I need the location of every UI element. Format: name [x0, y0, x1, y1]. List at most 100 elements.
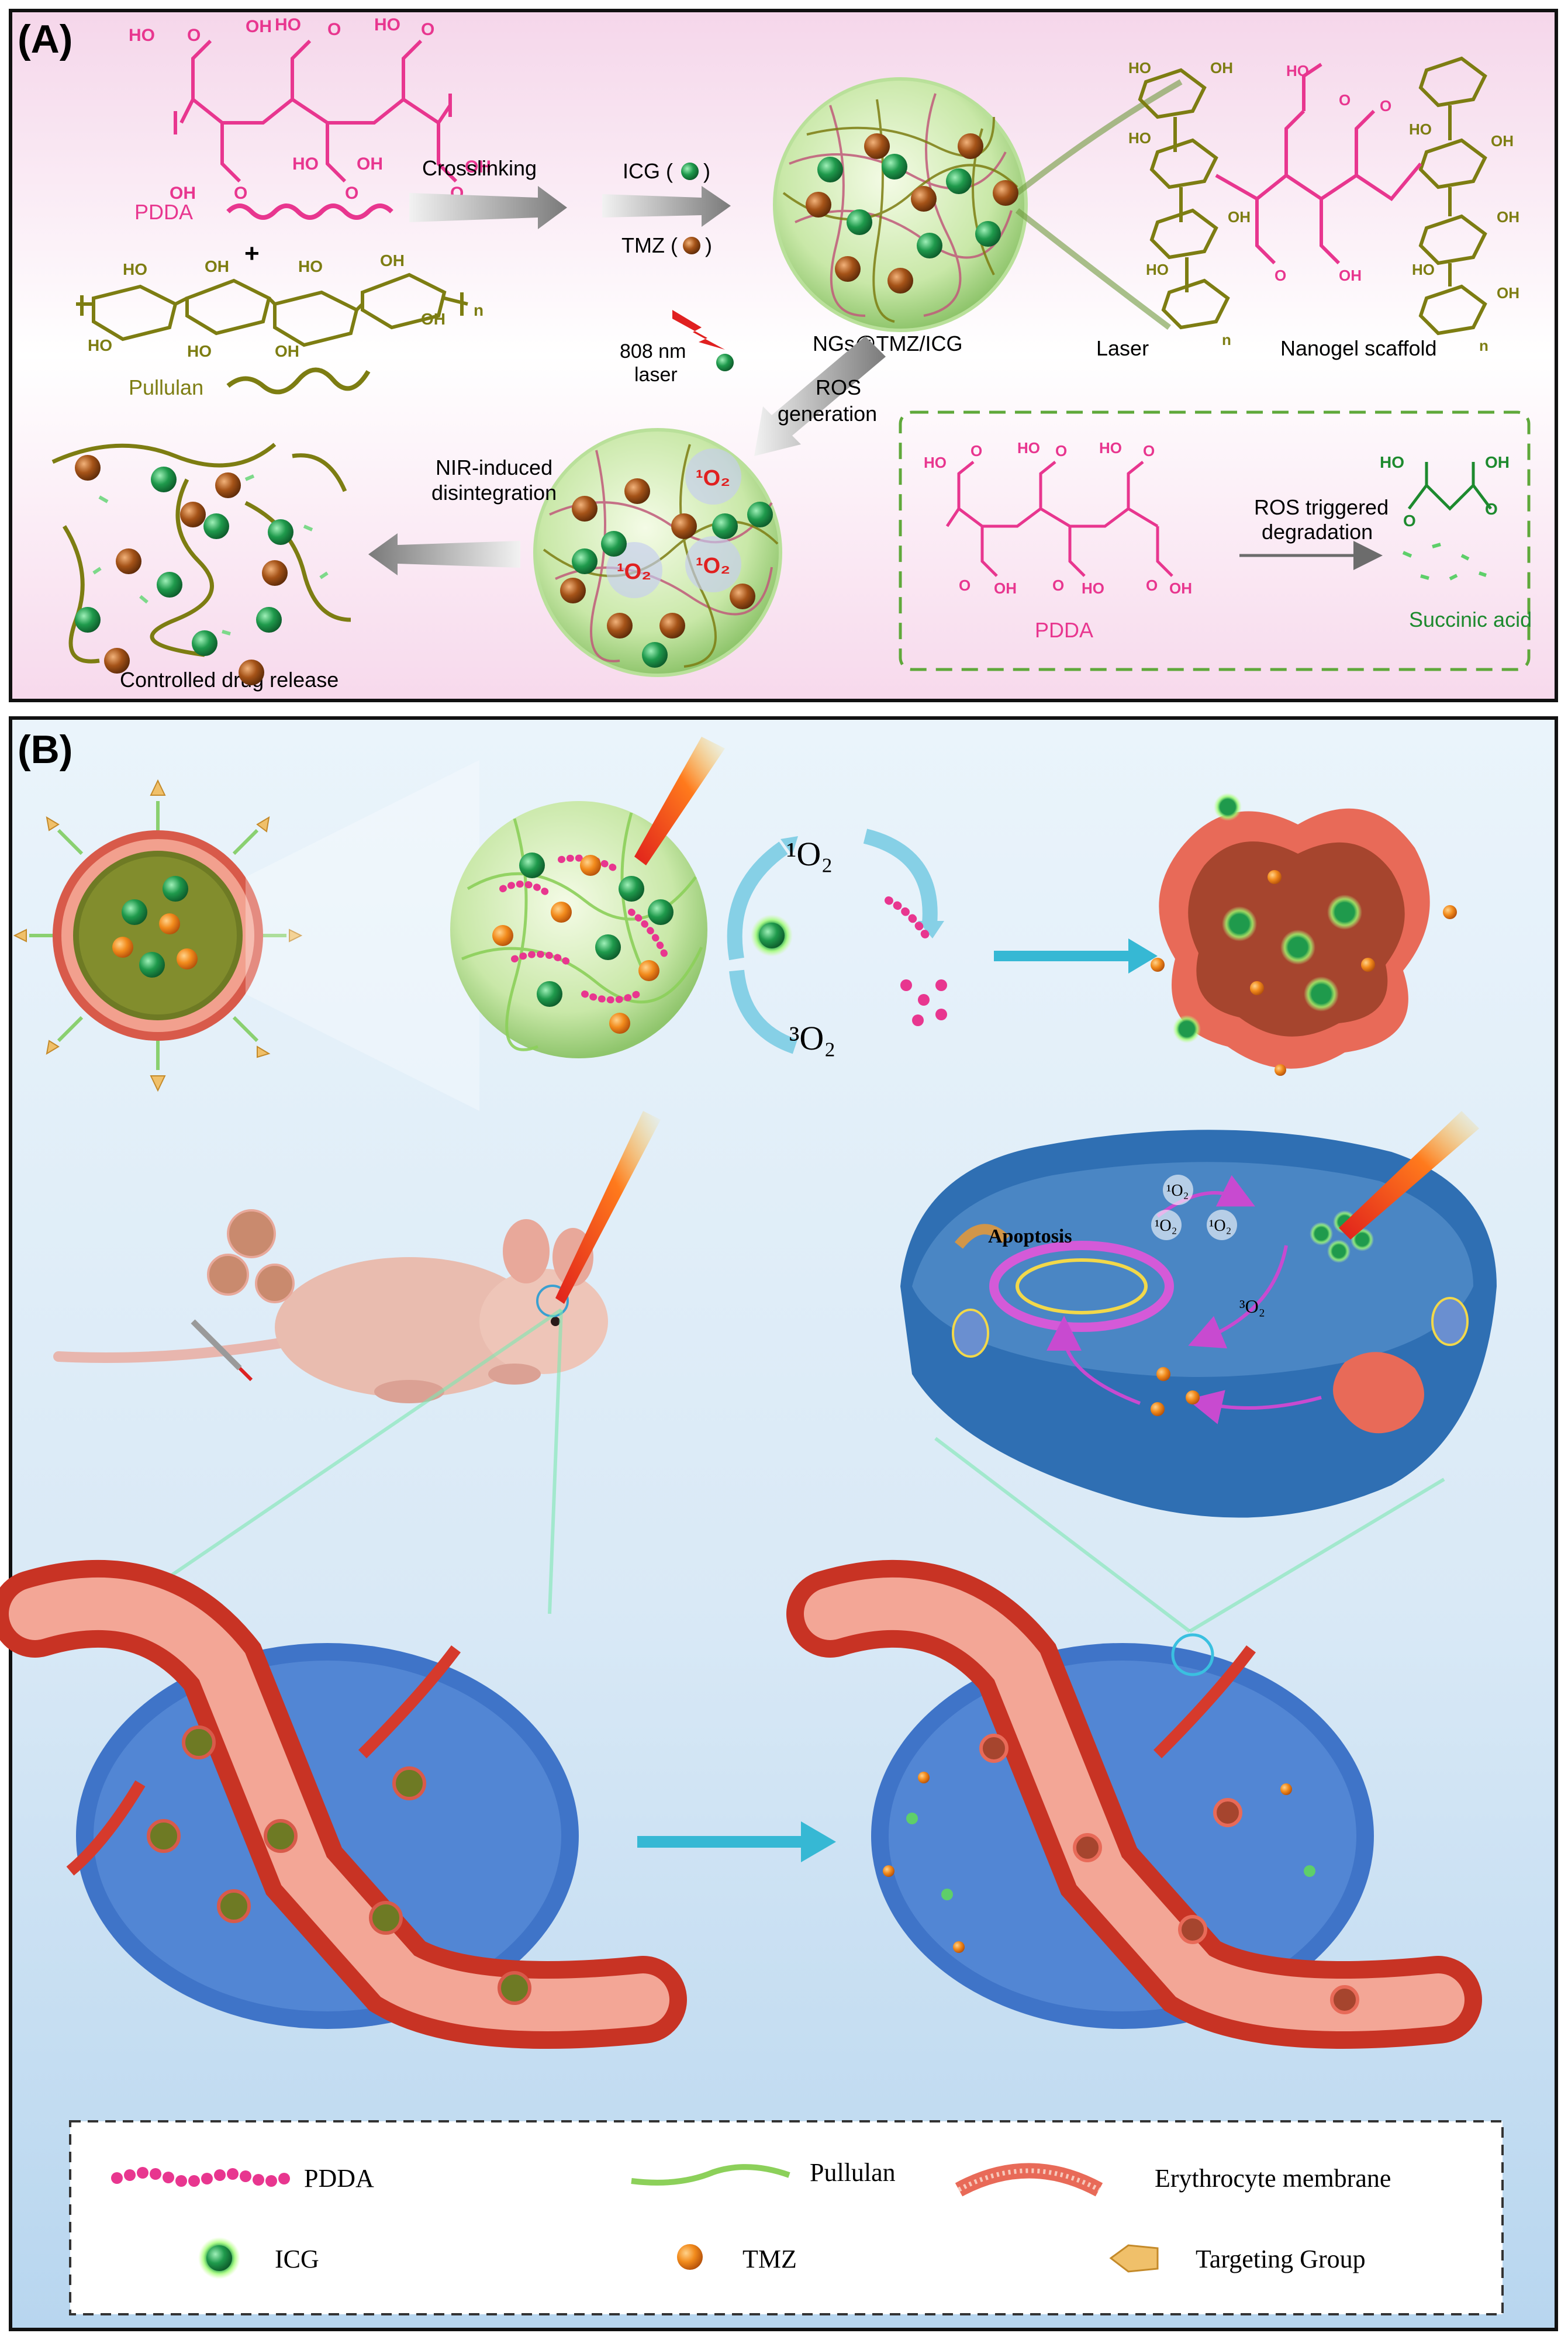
svg-text:OH: OH	[1497, 284, 1519, 302]
svg-text:OH: OH	[170, 184, 196, 203]
succinic-acid-structure	[1408, 462, 1492, 511]
legend-erythrocyte-label: Erythrocyte membrane	[1155, 2164, 1391, 2193]
icg-bead-23	[642, 642, 668, 668]
panel-b-label: (B)	[18, 727, 72, 772]
icg-bead-1	[882, 154, 907, 180]
svg-text:OH: OH	[994, 579, 1017, 597]
pullulan-structure	[76, 272, 468, 347]
svg-text:HO: HO	[1146, 261, 1169, 278]
svg-text:HO: HO	[1128, 129, 1151, 147]
icg-bead-24	[747, 502, 773, 527]
tmz-bead-12	[993, 180, 1018, 206]
svg-text:O: O	[345, 184, 358, 203]
tumor-vessel-right	[786, 1559, 1482, 2049]
icg-bead-51	[139, 952, 165, 978]
tmz-bead-26	[215, 472, 241, 498]
panel-a-label: (A)	[18, 17, 72, 61]
icg-bead-icon	[681, 163, 699, 180]
icg-bead-2	[946, 168, 972, 194]
svg-text:n: n	[1222, 331, 1231, 348]
triplet-oxygen-b: ³O₂	[789, 1019, 836, 1057]
cycle-arrow-up	[727, 841, 788, 961]
ros-generation-arrow	[754, 336, 886, 456]
pdda-atom-labels: HO O OH HO O HO O O HO O OH O OH OH	[129, 15, 491, 203]
legend-box	[69, 2120, 1504, 2315]
svg-text:O: O	[1146, 577, 1158, 594]
cell-laser-beam	[1339, 1111, 1479, 1240]
zoom-line-mouse-left	[157, 1308, 562, 1586]
drug-release-scene	[51, 443, 351, 664]
svg-text:HO: HO	[88, 336, 112, 354]
degradation-arrow-head	[918, 921, 944, 938]
svg-text:OH: OH	[205, 257, 229, 275]
pdda-chain-b	[885, 896, 934, 945]
icg-bead-3	[847, 209, 872, 235]
singlet-oxygen-3: ¹O₂	[696, 554, 730, 578]
icg-bead-41	[537, 981, 562, 1007]
ruptured-nanogel	[1159, 808, 1430, 1069]
icg-bead-37	[75, 607, 101, 633]
tmz-bead-30	[239, 660, 264, 685]
svg-text:HO: HO	[298, 257, 323, 275]
svg-text:HO: HO	[123, 260, 147, 278]
ros-triggered-line2: degradation	[1262, 520, 1373, 544]
laser-icg-bead-icon	[716, 354, 734, 371]
bead-layer	[75, 133, 1018, 1034]
ros-triggered-line1: ROS triggered	[1254, 495, 1389, 519]
svg-text:OH: OH	[1491, 132, 1514, 150]
ros-line2: generation	[778, 402, 877, 426]
svg-text:O: O	[1143, 442, 1155, 460]
icg-label: ICG (	[623, 159, 673, 183]
free-tmz-1	[1151, 958, 1165, 972]
tmz-bead-16	[560, 578, 586, 603]
tmz-bead-29	[104, 648, 130, 674]
singlet-oxygen-b: ¹O₂	[786, 835, 833, 873]
icg-bead-4	[917, 233, 942, 258]
svg-text:O: O	[959, 577, 970, 594]
tmz-label: TMZ (	[621, 233, 678, 257]
tmz-bead-25	[75, 455, 101, 481]
tmz-bead-47	[551, 902, 572, 923]
scaffold-atom-labels: HO OH HO HO OH HO OH OH OH HO n n HO O O…	[1128, 59, 1519, 354]
svg-text:HO: HO	[1017, 439, 1040, 457]
icg-bead-49	[122, 899, 147, 925]
cycle-arrow-up-head	[780, 836, 798, 855]
free-icg-1	[1214, 793, 1242, 821]
svg-text:HO: HO	[1099, 439, 1122, 457]
succinic-acid-label: Succinic acid	[1409, 608, 1532, 631]
legend-targeting-label: Targeting Group	[1196, 2245, 1366, 2273]
succinic-atom-labels: HO O O OH	[1380, 453, 1510, 530]
svg-text:O: O	[327, 20, 341, 39]
svg-text:O: O	[421, 20, 434, 39]
nanogel-ros-sphere	[533, 428, 782, 677]
tmz-bead-6	[806, 192, 831, 218]
svg-text:OH: OH	[1228, 208, 1251, 226]
svg-text:OH: OH	[1339, 267, 1362, 284]
controlled-release-label: Controlled drug release	[120, 668, 339, 692]
tmz-bead-8	[911, 186, 937, 212]
tmz-bead-10	[835, 256, 861, 282]
nir-line1: NIR-induced	[436, 455, 552, 479]
panel-a-frame	[9, 9, 1558, 702]
svg-text:HO: HO	[292, 154, 319, 174]
legend-pullulan-label: Pullulan	[810, 2158, 896, 2187]
svg-text:HO: HO	[187, 342, 212, 360]
icg-bead-20	[601, 531, 627, 557]
svg-text:HO: HO	[1286, 62, 1309, 80]
zoom-line-top	[1015, 79, 1183, 195]
svg-text:O: O	[1403, 512, 1416, 530]
tmz-bead-31	[180, 502, 206, 527]
pdda-box-label: PDDA	[1035, 618, 1093, 642]
zoom-line-mouse-right	[548, 1309, 563, 1614]
cell-singlet-1: ¹O₂	[1166, 1182, 1189, 1200]
svg-text:O: O	[1485, 500, 1498, 518]
laser-beam-1	[634, 737, 725, 865]
pullulan-label: Pullulan	[129, 375, 203, 399]
o2-bubble-3	[1151, 1210, 1182, 1240]
succinic-fragments	[1402, 543, 1487, 581]
legend-pdda-label: PDDA	[304, 2164, 374, 2193]
free-icg-2	[1173, 1015, 1201, 1043]
tmz-bead-52	[177, 948, 198, 969]
svg-text:n: n	[1479, 337, 1488, 354]
